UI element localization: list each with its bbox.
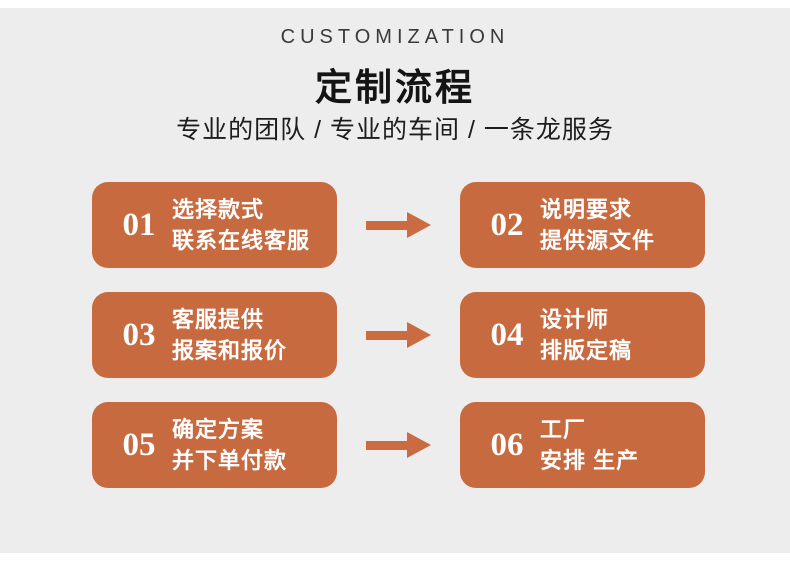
step-number: 01 bbox=[122, 206, 156, 243]
step-label: 选择款式 联系在线客服 bbox=[172, 194, 310, 256]
step-label: 工厂 安排 生产 bbox=[540, 414, 639, 476]
step-label-line2: 联系在线客服 bbox=[172, 228, 311, 253]
step-number: 06 bbox=[490, 426, 524, 463]
arrow-right-icon bbox=[366, 432, 431, 458]
step-label-line2: 报案和报价 bbox=[172, 338, 288, 363]
step-label-line2: 安排 生产 bbox=[540, 448, 640, 473]
step-card-02: 02 说明要求 提供源文件 bbox=[460, 182, 705, 268]
step-card-01: 01 选择款式 联系在线客服 bbox=[92, 182, 337, 268]
arrow-shaft bbox=[366, 440, 408, 450]
step-label-line2: 提供源文件 bbox=[540, 228, 656, 253]
step-number: 03 bbox=[122, 316, 156, 353]
step-number: 02 bbox=[490, 206, 524, 243]
arrow-cell bbox=[337, 432, 460, 458]
step-card-04: 04 设计师 排版定稿 bbox=[460, 292, 705, 378]
arrow-cell bbox=[337, 212, 460, 238]
section-eyebrow: CUSTOMIZATION bbox=[280, 26, 510, 48]
step-number: 05 bbox=[122, 426, 156, 463]
arrow-head bbox=[407, 322, 431, 348]
arrow-head bbox=[407, 212, 431, 238]
step-label-line1: 选择款式 bbox=[172, 196, 265, 222]
step-card-03: 03 客服提供 报案和报价 bbox=[92, 292, 337, 378]
step-label-line1: 说明要求 bbox=[540, 196, 633, 222]
step-label-line1: 工厂 bbox=[540, 416, 587, 442]
step-label-line2: 并下单付款 bbox=[172, 448, 288, 473]
flow-row-1: 01 选择款式 联系在线客服 02 说明要求 提供源文件 bbox=[92, 182, 705, 268]
process-flow: 01 选择款式 联系在线客服 02 说明要求 提供源文件 03 客服提供 bbox=[92, 182, 705, 512]
arrow-head bbox=[407, 432, 431, 458]
step-card-06: 06 工厂 安排 生产 bbox=[460, 402, 705, 488]
section-title: 定制流程 bbox=[315, 67, 475, 108]
arrow-right-icon bbox=[366, 322, 431, 348]
step-label: 确定方案 并下单付款 bbox=[172, 414, 287, 476]
arrow-shaft bbox=[366, 330, 408, 340]
step-label: 说明要求 提供源文件 bbox=[540, 194, 655, 256]
step-label: 客服提供 报案和报价 bbox=[172, 304, 287, 366]
flow-row-2: 03 客服提供 报案和报价 04 设计师 排版定稿 bbox=[92, 292, 705, 378]
step-label-line1: 客服提供 bbox=[172, 306, 265, 332]
step-label-line1: 设计师 bbox=[540, 306, 610, 332]
section-subtitle: 专业的团队 / 专业的车间 / 一条龙服务 bbox=[176, 116, 614, 144]
arrow-cell bbox=[337, 322, 460, 348]
step-number: 04 bbox=[490, 316, 524, 353]
step-label-line1: 确定方案 bbox=[172, 416, 265, 442]
arrow-shaft bbox=[366, 220, 408, 230]
flow-row-3: 05 确定方案 并下单付款 06 工厂 安排 生产 bbox=[92, 402, 705, 488]
step-label: 设计师 排版定稿 bbox=[540, 304, 632, 366]
step-label-line2: 排版定稿 bbox=[540, 338, 633, 363]
arrow-right-icon bbox=[366, 212, 431, 238]
step-card-05: 05 确定方案 并下单付款 bbox=[92, 402, 337, 488]
